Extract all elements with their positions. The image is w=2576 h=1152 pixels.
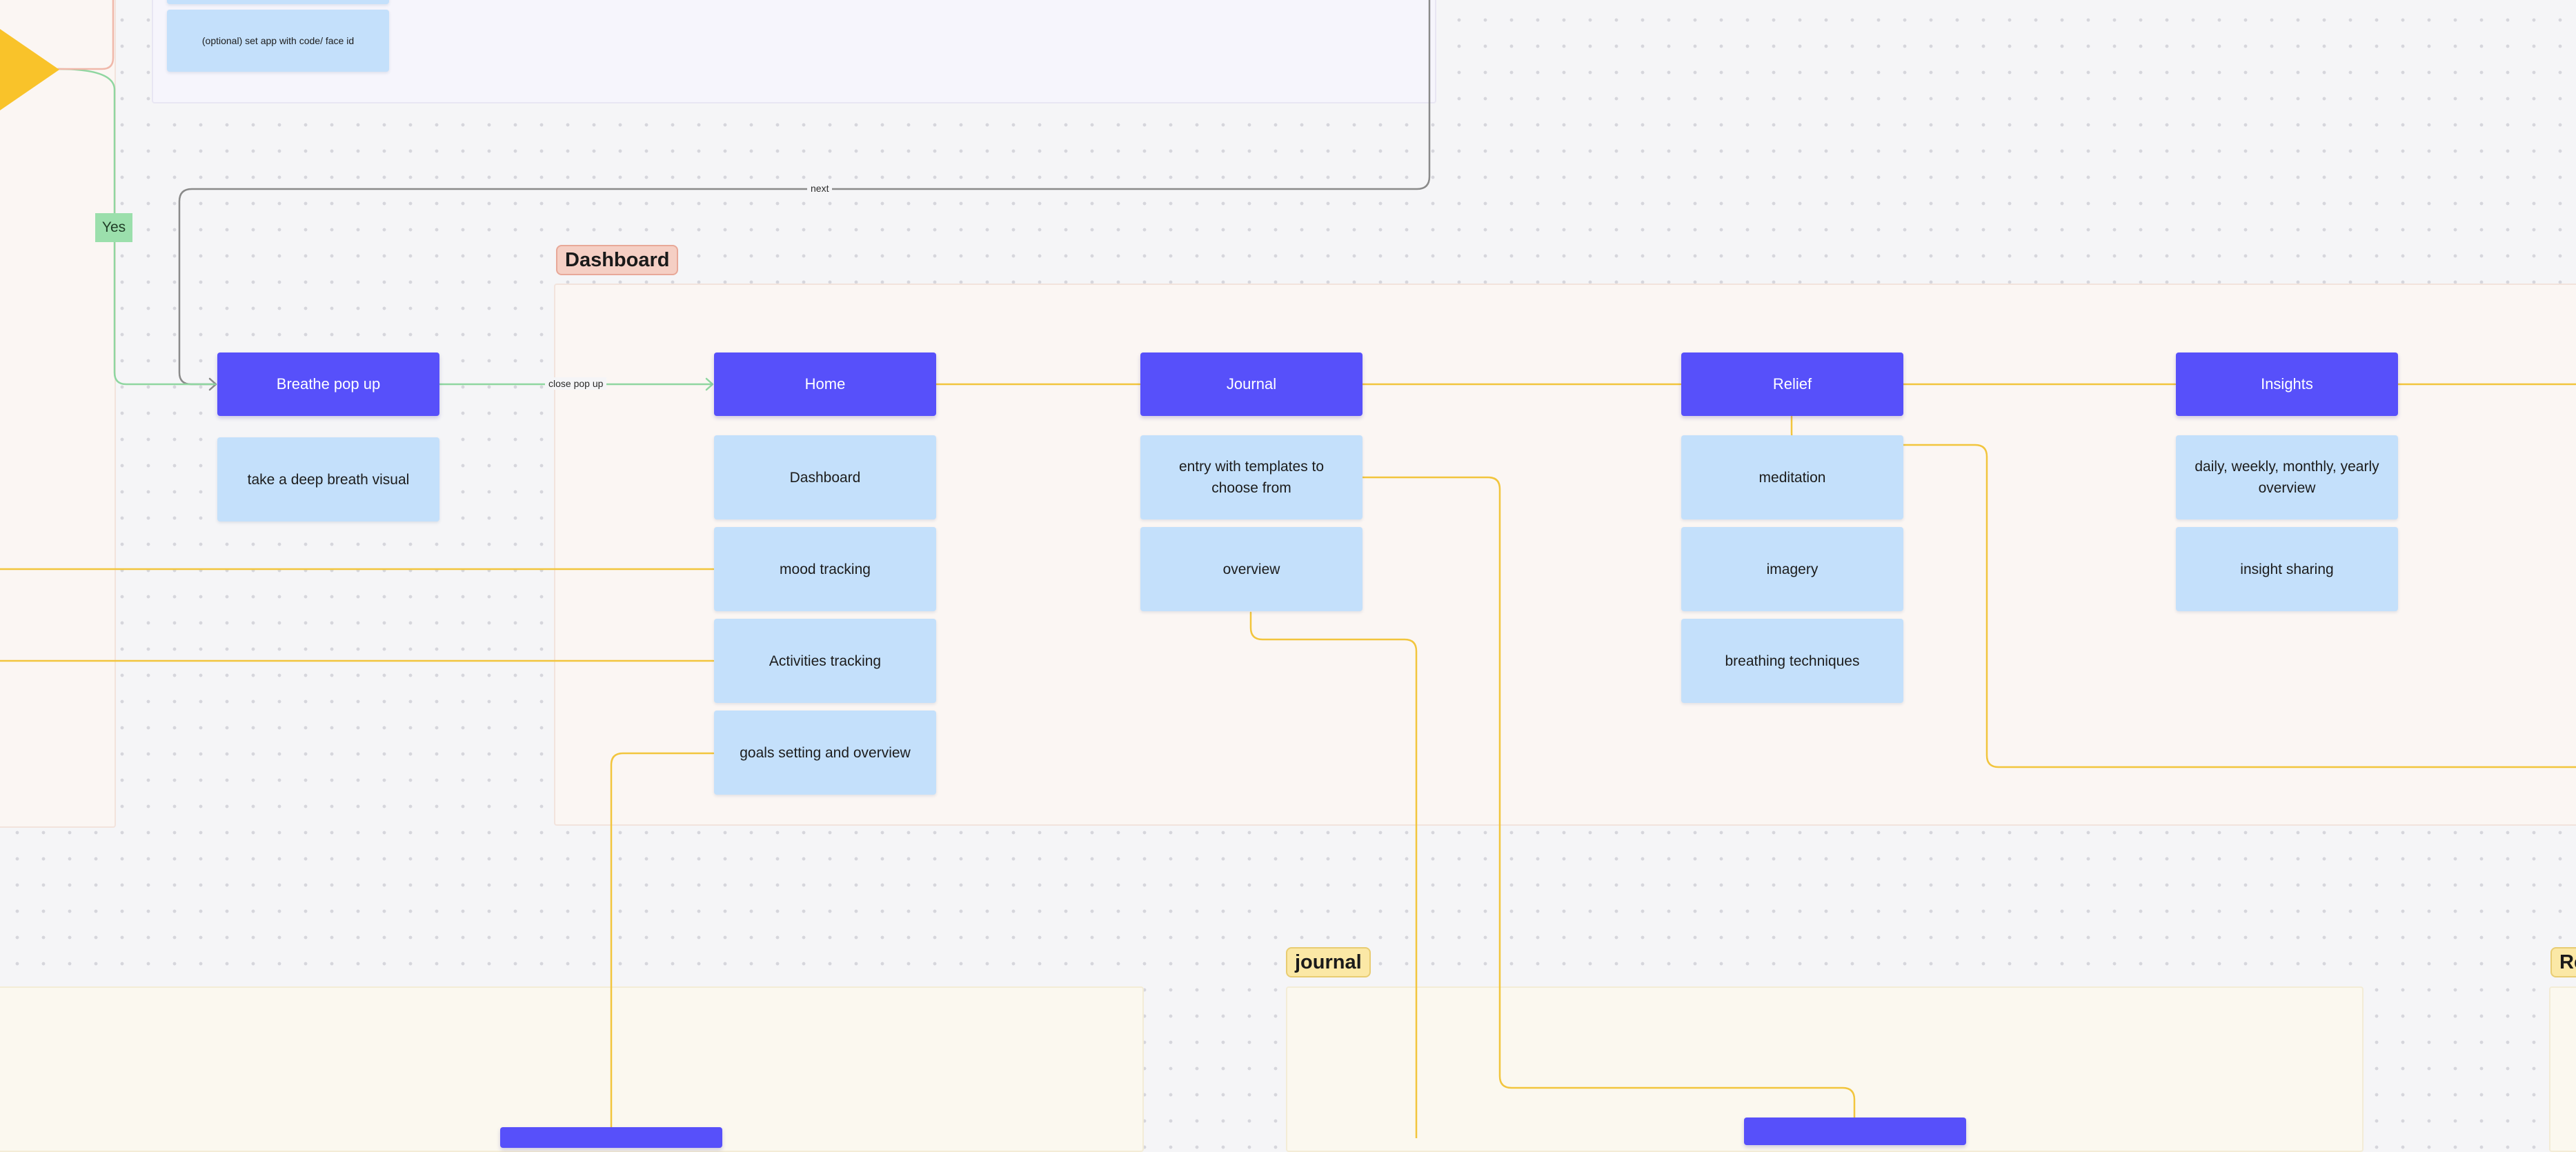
breathe-popup-node[interactable]: Breathe pop up — [217, 352, 439, 416]
bottom-journal-node-cut[interactable] — [1744, 1118, 1966, 1145]
right-section-frame — [2549, 986, 2576, 1152]
home-item-dashboard[interactable]: Dashboard — [714, 435, 936, 519]
home-item-activities-tracking[interactable]: Activities tracking — [714, 619, 936, 703]
journal-overview-connector — [1249, 611, 1418, 1138]
decision-branch-connector — [57, 0, 115, 70]
home-node[interactable]: Home — [714, 352, 936, 416]
next-edge-label: next — [807, 182, 833, 195]
relief-node[interactable]: Relief — [1681, 352, 1903, 416]
relief-item-meditation[interactable]: meditation — [1681, 435, 1903, 519]
yes-badge: Yes — [95, 213, 132, 242]
close-popup-arrowhead — [705, 377, 714, 391]
home-item-mood-tracking[interactable]: mood tracking — [714, 527, 936, 611]
goals-connector — [610, 752, 715, 1133]
deep-breath-visual-node[interactable]: take a deep breath visual — [217, 437, 439, 522]
optional-code-node[interactable]: (optional) set app with code/ face id — [167, 10, 389, 72]
journal-section-label[interactable]: journal — [1286, 947, 1371, 977]
close-popup-edge-label: close pop up — [545, 377, 607, 390]
dashboard-section-label[interactable]: Dashboard — [556, 245, 679, 275]
insights-node[interactable]: Insights — [2176, 352, 2398, 416]
home-item-goals-setting[interactable]: goals setting and overview — [714, 711, 936, 795]
decision-diamond[interactable] — [0, 29, 62, 112]
yes-connector — [57, 68, 217, 386]
relief-item-imagery[interactable]: imagery — [1681, 527, 1903, 611]
insights-item-sharing[interactable]: insight sharing — [2176, 527, 2398, 611]
bottom-left-node-cut[interactable] — [500, 1127, 722, 1148]
journal-entry-connector — [1361, 476, 1856, 1119]
left-section-frame — [0, 0, 116, 828]
right-section-label[interactable]: Re — [2550, 947, 2576, 977]
journal-node[interactable]: Journal — [1140, 352, 1363, 416]
insights-item-overview[interactable]: daily, weekly, monthly, yearly overview — [2176, 435, 2398, 519]
next-connector — [178, 0, 1431, 386]
journal-item-entry-templates[interactable]: entry with templates to choose from — [1140, 435, 1363, 519]
onboarding-node-cut[interactable] — [167, 0, 389, 4]
journal-item-overview[interactable]: overview — [1140, 527, 1363, 611]
relief-item-breathing-techniques[interactable]: breathing techniques — [1681, 619, 1903, 703]
bottom-left-section-frame — [0, 986, 1144, 1152]
